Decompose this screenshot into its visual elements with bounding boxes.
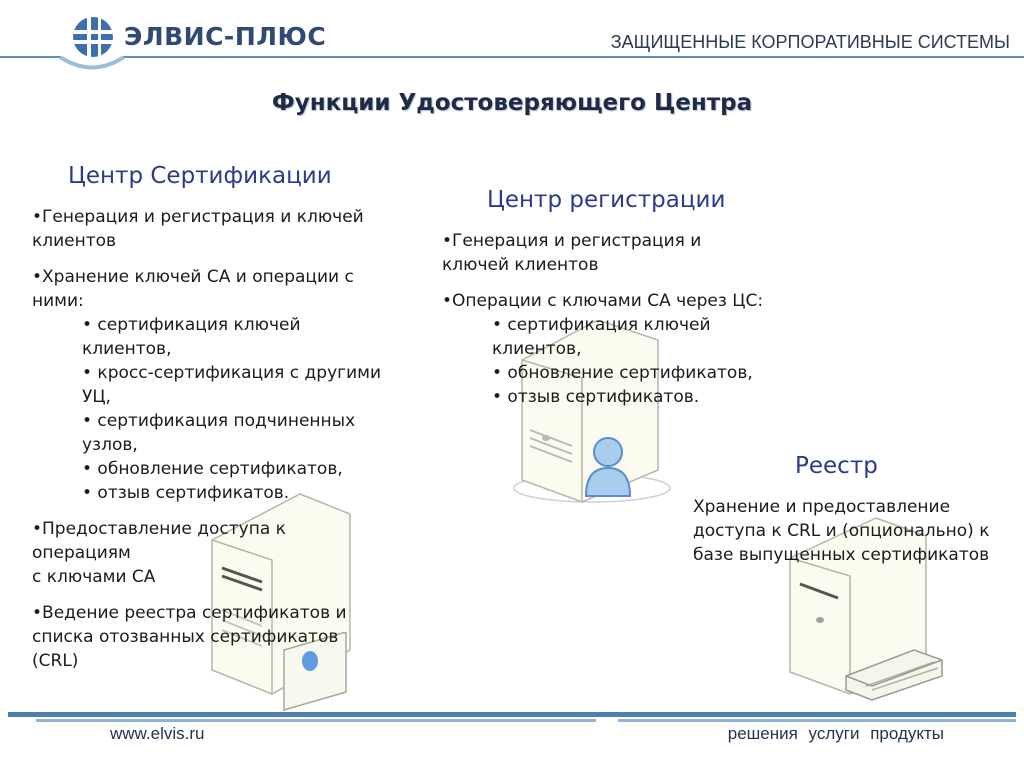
disc-icon xyxy=(282,631,348,716)
footer-divider xyxy=(8,712,1016,722)
ca-item: •Предоставление доступа к операциям xyxy=(32,519,286,563)
ca-item-cont: с ключами СА xyxy=(32,567,156,587)
ca-subitem: • сертификация ключей клиентов, xyxy=(82,315,301,359)
page-title: Функции Удостоверяющего Центра xyxy=(271,90,753,116)
ca-title: Центр Сертификации xyxy=(68,163,332,189)
ca-item: •Хранение ключей СА и операции с ними: xyxy=(32,267,354,311)
ra-subitem: • обновление сертификатов, xyxy=(492,363,753,383)
logo-globe-icon xyxy=(72,16,114,58)
footer-nav-links[interactable]: решения услуги продукты xyxy=(727,724,944,743)
registry-title: Реестр xyxy=(795,453,878,479)
ra-title: Центр регистрации xyxy=(487,187,726,213)
ca-item: •Ведение реестра сертификатов и списка о… xyxy=(32,603,347,671)
server-icon xyxy=(512,320,672,510)
user-icon xyxy=(582,434,634,502)
ca-subitem: • обновление сертификатов, xyxy=(82,459,343,479)
brand-name: ЭЛВИС-ПЛЮС xyxy=(124,22,327,51)
footer-website-link[interactable]: www.elvis.ru xyxy=(110,724,205,743)
ca-subitem: • кросс-сертификация с другими УЦ, xyxy=(82,363,381,407)
ra-item: •Генерация и регистрация и ключей клиент… xyxy=(442,231,702,275)
registry-text: Хранение и предоставление доступа к CRL … xyxy=(693,497,990,565)
ra-items: •Генерация и регистрация и ключей клиент… xyxy=(442,229,772,409)
ra-item: •Операции с ключами СА через ЦС: xyxy=(442,291,764,311)
ca-subitem: • сертификация подчиненных узлов, xyxy=(82,411,356,455)
ca-subitem: • отзыв сертификатов. xyxy=(82,483,290,503)
header-tagline: ЗАЩИЩЕННЫЕ КОРПОРАТИВНЫЕ СИСТЕМЫ xyxy=(610,32,1010,52)
ca-items: •Генерация и регистрация и ключей клиент… xyxy=(32,205,382,673)
ca-item: •Генерация и регистрация и ключей клиент… xyxy=(32,207,364,251)
header-divider xyxy=(0,56,1024,70)
ra-subitem: • отзыв сертификатов. xyxy=(492,387,700,407)
ra-subitem: • сертификация ключей клиентов, xyxy=(492,315,711,359)
printer-icon xyxy=(842,636,946,706)
